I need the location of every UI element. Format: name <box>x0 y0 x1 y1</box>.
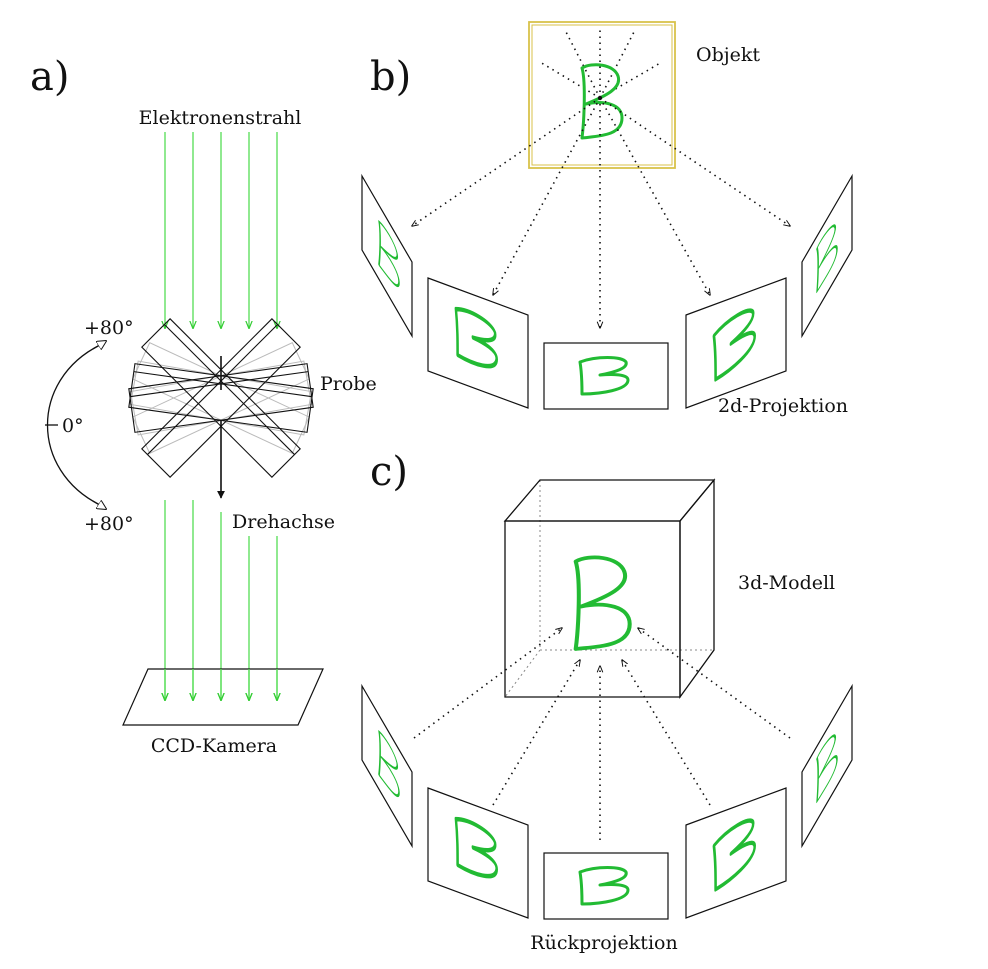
angle-bottom-label: +80° <box>84 513 134 535</box>
tilt-arc <box>45 341 106 509</box>
projection-plane-left <box>427 277 529 409</box>
back-projection-plane-far-right <box>801 683 853 849</box>
back-projection-plane-center <box>543 852 669 920</box>
rotation-axis-label: Drehachse <box>232 511 335 533</box>
back-projection-label: Rückprojektion <box>530 932 677 954</box>
back-projection-rays <box>413 628 791 840</box>
sample-slabs <box>128 318 314 478</box>
projection-plane-far-left <box>361 173 413 339</box>
model-cube <box>503 478 716 700</box>
object-spokes <box>539 28 663 99</box>
electron-beam-top <box>165 132 277 328</box>
electron-beam-label: Elektronenstrahl <box>139 107 302 129</box>
model-label: 3d-Modell <box>738 572 835 594</box>
object-label: Objekt <box>696 44 760 66</box>
panel-b: b) Objekt <box>361 21 853 417</box>
model-glyph-b <box>576 557 630 649</box>
angle-zero-label: 0° <box>62 415 84 437</box>
electron-beam-over-camera <box>165 669 277 700</box>
projection-rays <box>412 97 790 328</box>
back-projection-plane-left <box>427 787 529 919</box>
panel-c-label: c) <box>370 449 408 495</box>
projection-plane-center <box>543 342 669 410</box>
panel-b-label: b) <box>370 54 411 100</box>
projection-label: 2d-Projektion <box>718 395 848 417</box>
panel-a-label: a) <box>30 54 69 100</box>
panel-a: a) Elektronenstrahl <box>30 54 377 757</box>
back-projection-plane-far-left <box>361 683 413 849</box>
ccd-camera-label: CCD-Kamera <box>151 735 277 757</box>
back-projection-plane-right <box>685 787 787 919</box>
sample-label: Probe <box>320 373 377 395</box>
ccd-camera-plane <box>122 668 324 726</box>
object-frame <box>528 21 676 169</box>
panel-c: c) 3d-Modell <box>361 449 853 954</box>
angle-top-label: +80° <box>84 317 134 339</box>
projection-plane-right <box>685 277 787 409</box>
projection-plane-far-right <box>801 173 853 339</box>
